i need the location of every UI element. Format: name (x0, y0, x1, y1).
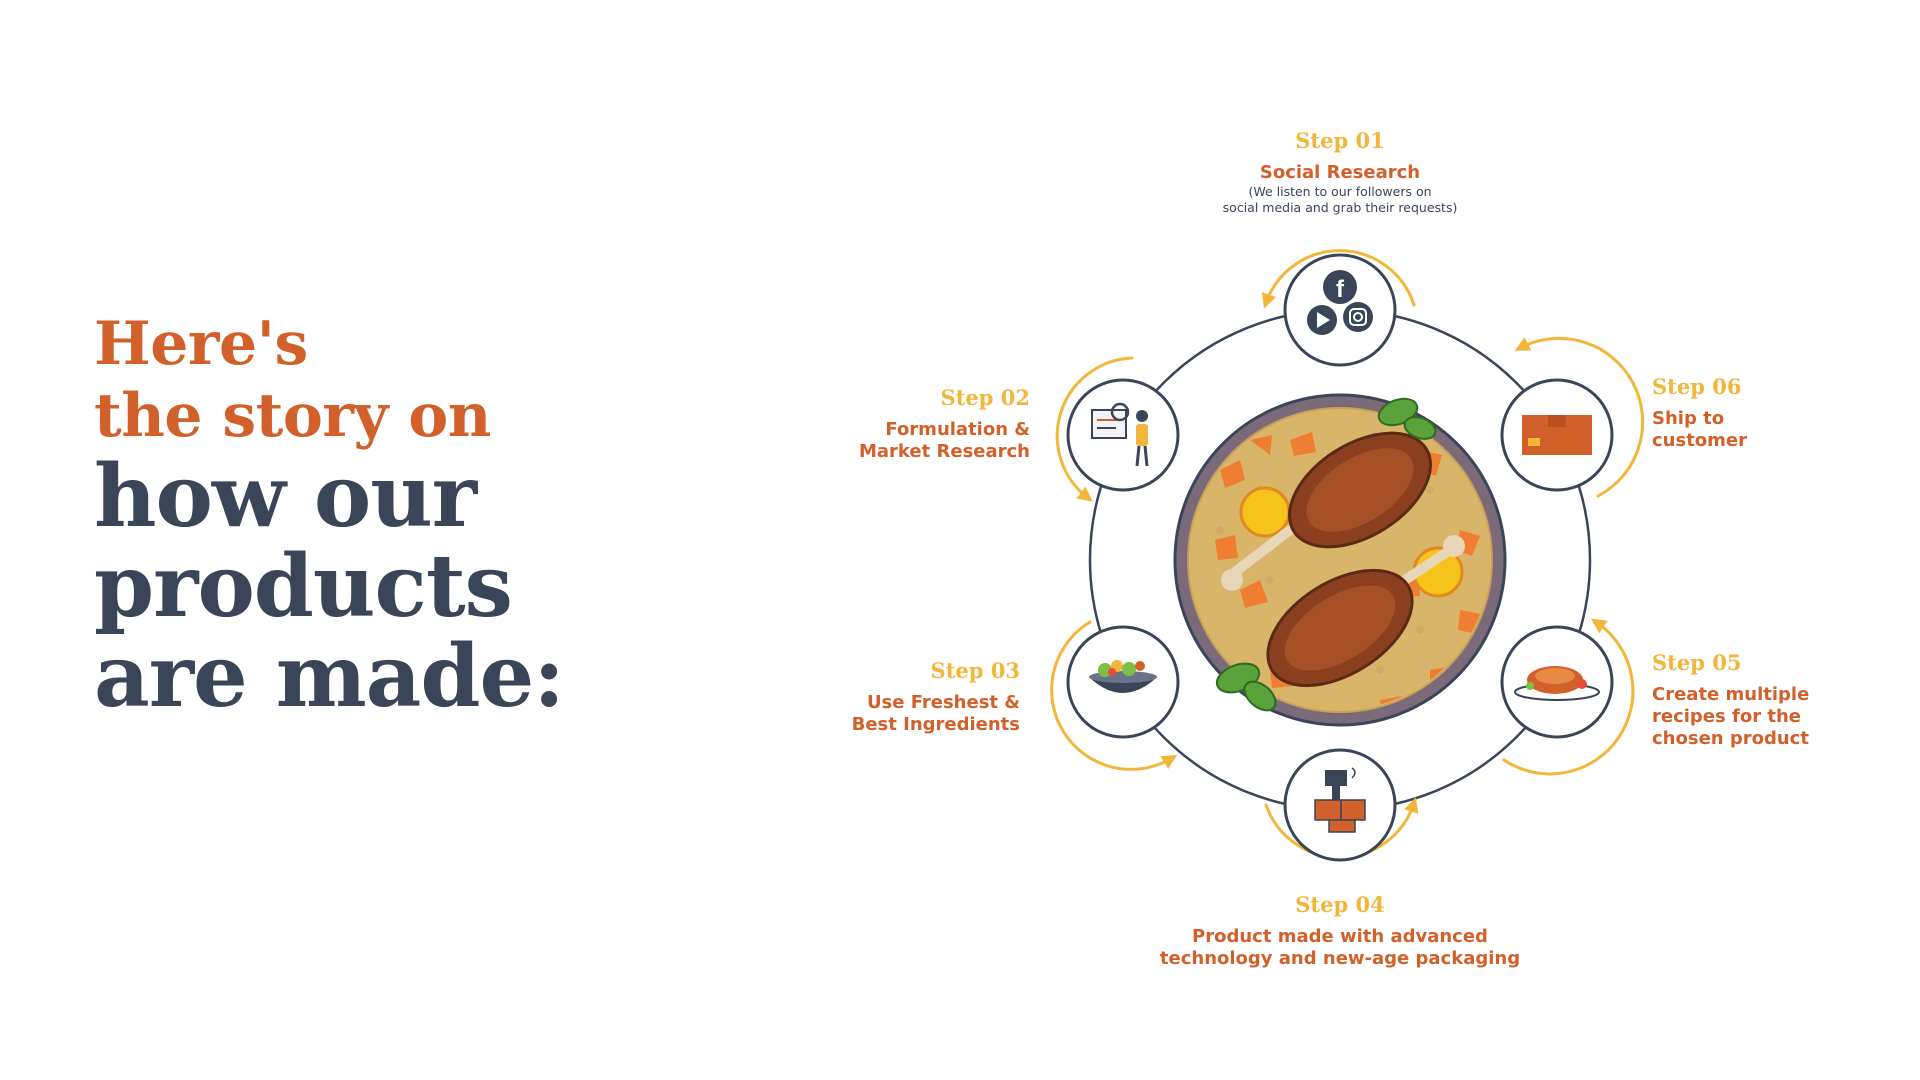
step-05-node (1500, 625, 1614, 739)
social-media-icon: f (1307, 270, 1373, 335)
step-06-title: Ship to customer (1652, 408, 1748, 451)
step-03-label: Step 03 Use Freshest & Best Ingredients (820, 658, 1020, 736)
salad-bowl-icon (1089, 660, 1157, 693)
step-02-number: Step 02 (940, 385, 1030, 410)
chicken-biryani-bowl-icon (1173, 393, 1507, 727)
step-04-number: Step 04 (1295, 892, 1385, 917)
headline-line-1: Here's (94, 309, 308, 379)
headline-line-2: the story on (94, 381, 491, 451)
step-01-node: f (1283, 253, 1397, 367)
arrow-step-06 (1514, 336, 1645, 498)
headline-line-5: are made: (94, 626, 565, 727)
process-diagram-graphic: f (1050, 249, 1645, 862)
step-02-node (1066, 378, 1180, 492)
arrow-step-05 (1502, 618, 1635, 776)
step-06-node (1500, 378, 1614, 492)
step-04-node (1283, 748, 1397, 862)
packaging-machine-icon (1314, 767, 1366, 833)
step-06-label: Step 06 Ship to customer (1652, 374, 1838, 452)
research-presentation-icon (1091, 402, 1149, 467)
arrow-step-01 (1261, 249, 1416, 309)
arrow-step-02 (1055, 356, 1134, 502)
arrow-step-03 (1050, 620, 1178, 771)
process-diagram: f (820, 110, 1840, 1010)
roast-chicken-icon (1514, 666, 1600, 701)
step-04-label: Step 04 Product made with advanced techn… (1130, 892, 1550, 970)
step-03-number: Step 03 (930, 658, 1020, 683)
shipping-box-icon (1522, 415, 1592, 455)
svg-text:f: f (1336, 276, 1345, 303)
step-03-title: Use Freshest & Best Ingredients (851, 692, 1020, 735)
step-04-title: Product made with advanced technology an… (1159, 926, 1521, 969)
step-01-label: Step 01 Social Research (We listen to ou… (1180, 128, 1500, 216)
step-01-number: Step 01 (1295, 128, 1385, 153)
step-02-title: Formulation & Market Research (859, 419, 1030, 462)
headline: Here's the story on how our products are… (94, 308, 565, 727)
step-05-label: Step 05 Create multiple recipes for the … (1652, 650, 1838, 750)
step-06-number: Step 06 (1652, 374, 1742, 399)
step-05-number: Step 05 (1652, 650, 1742, 675)
step-03-node (1066, 625, 1180, 739)
step-02-label: Step 02 Formulation & Market Research (820, 385, 1030, 463)
step-01-title: Social Research (1259, 162, 1421, 183)
headline-line-3: how our (94, 446, 477, 547)
step-05-title: Create multiple recipes for the chosen p… (1652, 684, 1810, 749)
headline-line-4: products (94, 536, 513, 637)
step-01-note: (We listen to our followers on social me… (1222, 184, 1458, 215)
